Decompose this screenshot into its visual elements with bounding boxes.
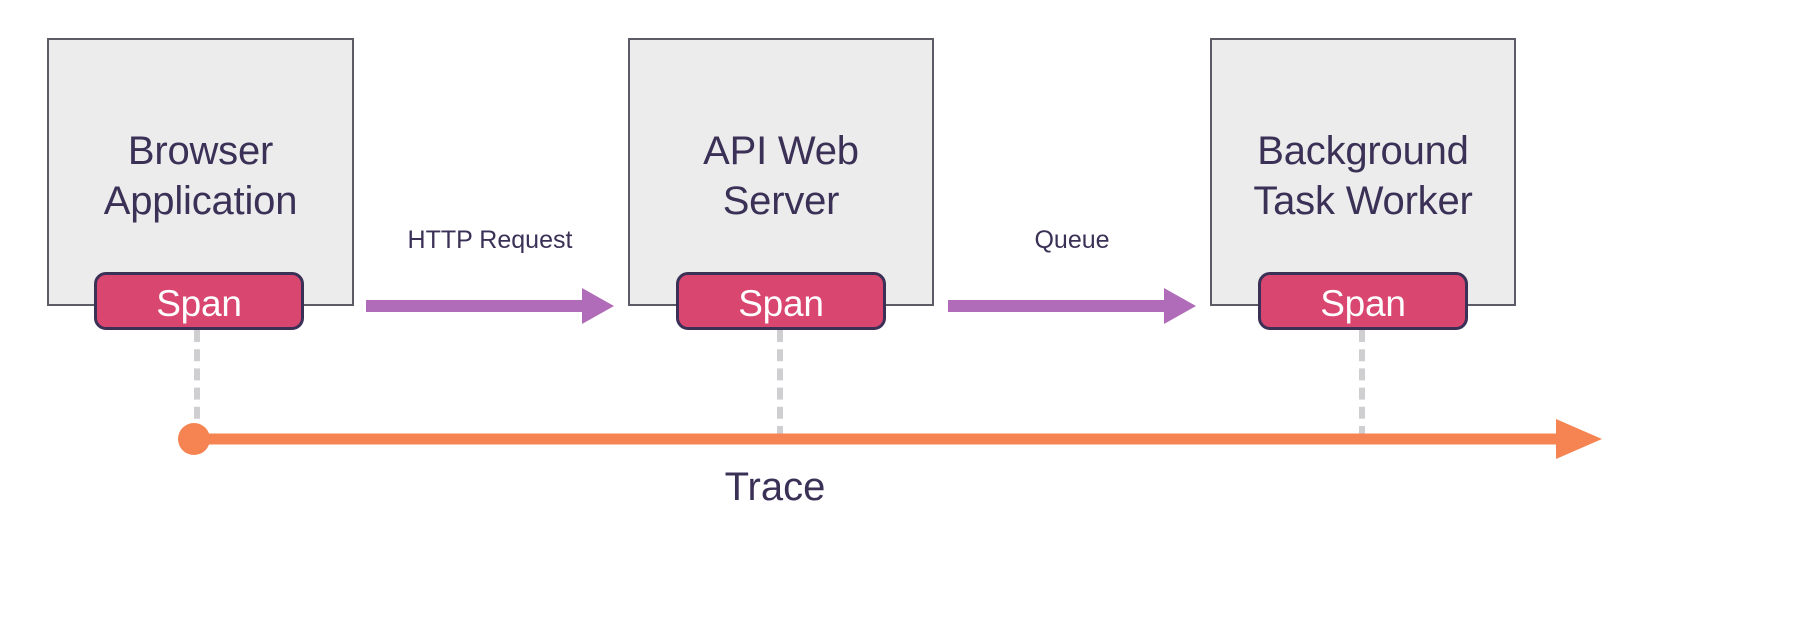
dashed-connector-1 — [194, 330, 200, 438]
trace-end-arrowhead — [1556, 419, 1602, 459]
trace-start-dot — [178, 423, 210, 455]
trace-label: Trace — [724, 465, 826, 509]
flow-arrow-queue — [948, 288, 1196, 324]
trace-arrow — [178, 419, 1602, 459]
service-box-label: Background Task Worker — [1253, 129, 1473, 223]
service-box-label: API Web Server — [703, 129, 859, 223]
flow-label-http-request: HTTP Request — [407, 226, 573, 254]
span-badge-browser-application[interactable]: Span — [94, 272, 304, 330]
flow-arrow-http-request — [366, 288, 614, 324]
span-badge-background-task-worker[interactable]: Span — [1258, 272, 1468, 330]
service-box-api-web-server: API Web Server — [628, 38, 934, 306]
service-box-label: Browser Application — [103, 129, 298, 223]
flow-label-queue: Queue — [1034, 226, 1110, 254]
service-box-background-task-worker: Background Task Worker — [1210, 38, 1516, 306]
dashed-connector-2 — [777, 330, 783, 438]
dashed-connector-3 — [1359, 330, 1365, 438]
span-badge-api-web-server[interactable]: Span — [676, 272, 886, 330]
service-box-browser-application: Browser Application — [47, 38, 354, 306]
